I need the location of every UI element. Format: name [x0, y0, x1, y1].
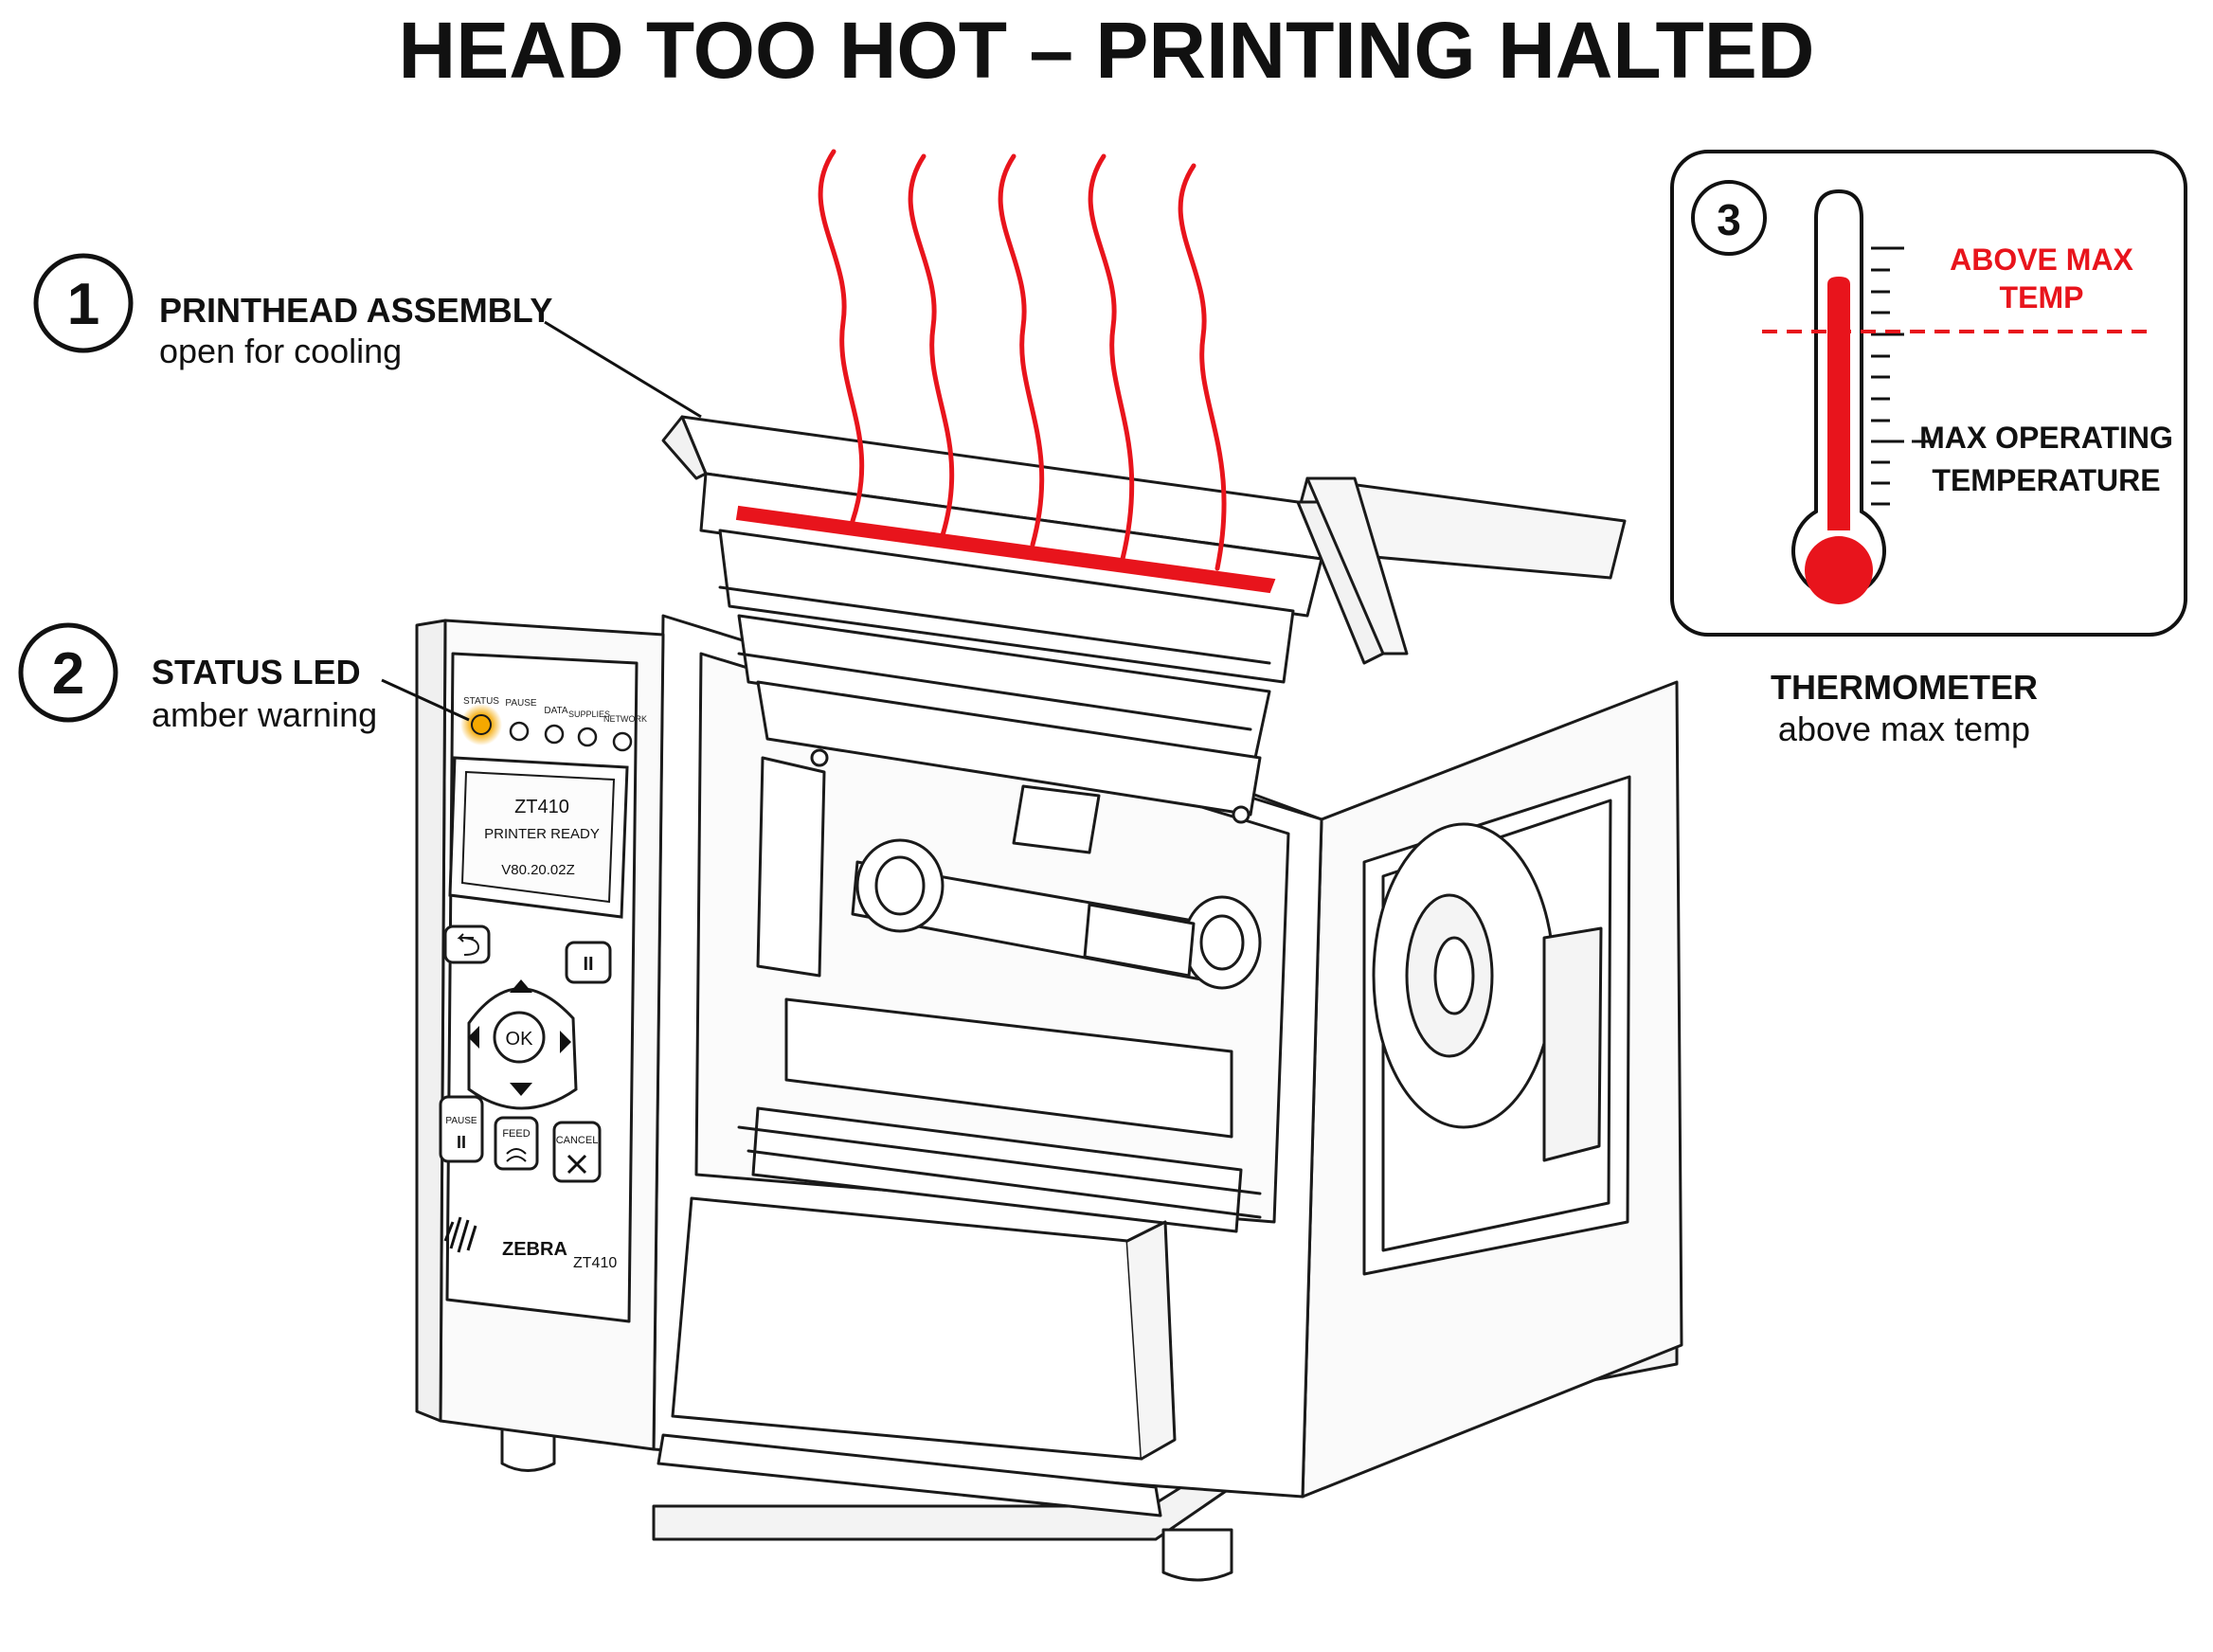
heat-wave: [908, 153, 955, 538]
heat-wave: [818, 149, 865, 524]
ok-button[interactable]: [493, 1011, 546, 1064]
callout-number-badge: [33, 253, 134, 353]
heat-wave: [998, 153, 1045, 548]
feed-button[interactable]: [494, 1116, 539, 1171]
status-led: [471, 714, 492, 735]
control-panel-face: [445, 652, 639, 1323]
callout-sublabel: amber warning: [152, 695, 377, 734]
printer-foot: [1161, 1528, 1233, 1582]
pause-button-label: PAUSE: [445, 1116, 477, 1126]
pause-button[interactable]: [439, 1095, 484, 1163]
feed-icon: [506, 1148, 527, 1162]
front-cover: [671, 1196, 1143, 1461]
led-label-data: DATA: [544, 706, 568, 716]
back-button[interactable]: [443, 925, 491, 964]
pause-icon: II: [583, 954, 593, 975]
heat-wave: [1178, 163, 1227, 571]
callout-status-led: 2 STATUS LED amber warning: [18, 622, 470, 734]
heat-wave: [1088, 153, 1135, 562]
callout-printhead: 1 PRINTHEAD ASSEMBLY open for cooling: [33, 253, 702, 419]
cancel-button[interactable]: [552, 1121, 602, 1183]
lcd-version-text: V80.20.02Z: [501, 862, 575, 878]
supplies-led: [577, 727, 598, 747]
led-label-network: NETWORK: [603, 714, 647, 724]
control-panel: STATUS PAUSE DATA SUPPLIES NETWORK ZT410…: [439, 696, 647, 1271]
back-arrow-icon: [457, 933, 480, 956]
led-label-pause: PAUSE: [505, 698, 536, 709]
arrow-left-icon[interactable]: [468, 1026, 479, 1049]
network-led: [612, 731, 633, 752]
callout-label: PRINTHEAD ASSEMBLY: [159, 291, 552, 330]
callout-sublabel: open for cooling: [159, 332, 402, 370]
feed-button-label: FEED: [502, 1128, 530, 1140]
pause-soft-button[interactable]: [565, 941, 612, 984]
page-title: HEAD TOO HOT – PRINTING HALTED: [399, 6, 1815, 95]
heated-printhead-element: [735, 505, 1276, 594]
ok-button-label: OK: [506, 1029, 534, 1050]
zebra-logo-icon: [443, 1216, 477, 1253]
callout-number-badge: [18, 622, 118, 723]
data-led: [544, 724, 565, 745]
thermometer-scale: [1871, 246, 1904, 506]
callout-thermometer: 3 ABOVE MAX TEMP MAX OPERATING TEMPERAT: [1670, 150, 2187, 748]
cancel-button-label: CANCEL: [556, 1135, 599, 1146]
platen-assembly: [784, 997, 1233, 1139]
lcd-status-text: PRINTER READY: [484, 826, 600, 842]
lcd-screen: [460, 770, 616, 904]
callout-number: 3: [1717, 195, 1741, 244]
callout-label: THERMOMETER: [1771, 668, 2038, 707]
leader-line: [381, 678, 470, 722]
cancel-x-icon: [567, 1154, 587, 1175]
max-operating-label-line2: TEMPERATURE: [1932, 463, 2160, 497]
brand-model: ZT410: [573, 1255, 617, 1271]
arrow-right-icon[interactable]: [560, 1031, 571, 1053]
brand-name: ZEBRA: [502, 1239, 567, 1260]
printer-illustration: [415, 415, 1683, 1582]
thermometer-panel: [1670, 150, 2187, 637]
led-label-status: STATUS: [463, 696, 499, 707]
printer-foot: [500, 1424, 556, 1472]
thermometer-bulb: [1805, 536, 1873, 604]
pause-button-icon: II: [457, 1133, 466, 1152]
above-max-label-line2: TEMP: [2000, 280, 2084, 314]
lcd-model-text: ZT410: [514, 797, 569, 817]
callout-sublabel: above max temp: [1778, 709, 2030, 748]
arrow-up-icon[interactable]: [510, 979, 532, 993]
thermometer-mercury: [1827, 277, 1850, 530]
leader-line: [544, 320, 702, 419]
arrow-down-icon[interactable]: [510, 1083, 532, 1096]
pause-led: [509, 721, 530, 742]
led-label-supplies: SUPPLIES: [568, 709, 610, 719]
above-max-label-line1: ABOVE MAX: [1950, 242, 2133, 277]
heat-waves: [818, 149, 1227, 571]
max-operating-label-line1: MAX OPERATING: [1919, 421, 2173, 455]
callout-label: STATUS LED: [152, 653, 361, 691]
callout-number: 1: [67, 272, 99, 337]
callout-number: 2: [52, 641, 84, 707]
callout-number-badge: [1691, 180, 1767, 256]
